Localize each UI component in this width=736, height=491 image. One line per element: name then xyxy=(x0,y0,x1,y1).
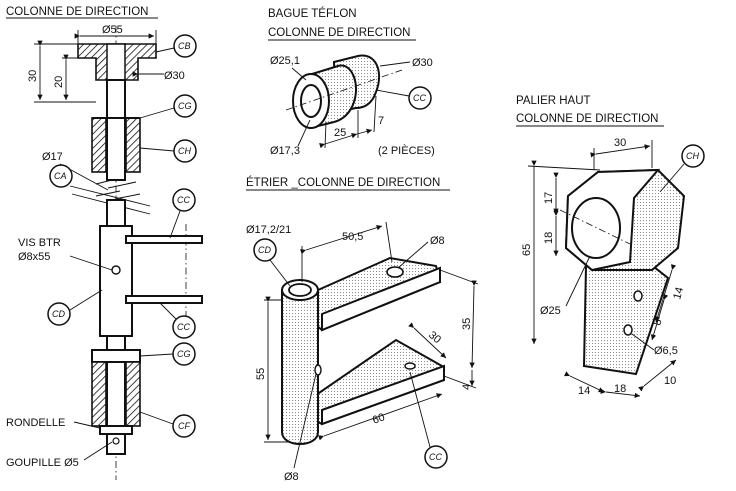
etrier-dim-l60: 60 xyxy=(371,411,387,426)
bague-title-1: BAGUE TÉFLON xyxy=(268,7,357,20)
bubble-ca: CA xyxy=(54,171,67,181)
bague-dim-l7: 7 xyxy=(378,115,384,127)
bubble-cb: CB xyxy=(178,41,191,51)
palier-hole-2 xyxy=(623,324,633,336)
lower-bearing-right xyxy=(125,361,141,427)
goupille-hole xyxy=(112,437,120,445)
bague-bore xyxy=(300,84,322,118)
etrier-dim-d8a: Ø8 xyxy=(430,235,445,247)
etrier-arm-upper xyxy=(125,235,203,244)
bague-dim-d173: Ø17,3 xyxy=(270,145,300,157)
etrier-view: ÉTRIER _COLONNE DE DIRECTION Ø17,2/21 50… xyxy=(246,176,479,483)
etrier-arm-lower xyxy=(125,295,203,304)
dim-h20: 20 xyxy=(53,76,65,88)
palier-title-1: PALIER HAUT xyxy=(516,95,591,107)
dim-d17: Ø17 xyxy=(42,151,63,163)
goupille-label: GOUPILLE Ø5 xyxy=(6,457,79,469)
etrier-bubble-cc: CC xyxy=(429,452,442,462)
palier-dim-d65: Ø6,5 xyxy=(654,345,678,357)
bague-dim-d251: Ø25,1 xyxy=(270,55,300,67)
colonne-title: COLONNE DE DIRECTION xyxy=(6,6,149,18)
etrier-hole-lower xyxy=(404,362,416,370)
etrier-dim-d8b: Ø8 xyxy=(284,471,299,483)
etrier-dim-h35: 35 xyxy=(461,318,473,330)
etrier-hole-upper xyxy=(386,266,404,278)
bague-bubble-cc: CC xyxy=(413,93,426,103)
upper-bearing-left xyxy=(91,117,107,173)
lower-bearing-left xyxy=(91,361,107,427)
palier-title-2: COLONNE DE DIRECTION xyxy=(516,113,659,125)
upper-shaft xyxy=(106,79,126,181)
palier-dim-w18: 18 xyxy=(614,383,626,395)
palier-dim-w30: 30 xyxy=(614,137,626,149)
upper-bearing-right xyxy=(125,117,141,173)
palier-dim-h18: 18 xyxy=(543,232,555,244)
bague-dim-l25: 25 xyxy=(334,127,346,139)
etrier-dim-t4: 4 xyxy=(461,384,473,390)
palier-bore xyxy=(571,197,621,259)
dim-d55: Ø55 xyxy=(102,24,123,36)
bubble-cg1: CG xyxy=(178,101,192,111)
palier-dim-w10: 10 xyxy=(664,375,676,387)
vis-btr-hole xyxy=(111,265,121,275)
etrier-dim-d172: Ø17,2/21 xyxy=(246,224,291,236)
palier-dim-h65: 65 xyxy=(521,244,533,256)
bubble-cc1: CC xyxy=(177,195,190,205)
palier-hole-1 xyxy=(633,290,643,302)
etrier-tube-3d xyxy=(281,289,319,445)
dim-d30: Ø30 xyxy=(164,70,185,82)
dim-h30: 30 xyxy=(27,70,39,82)
rondelle-label: RONDELLE xyxy=(6,417,65,429)
etrier-dim-w30: 30 xyxy=(426,329,443,346)
vis-size: Ø8x55 xyxy=(18,251,50,263)
palier-dim-h14: 14 xyxy=(671,286,686,301)
palier-view: PALIER HAUT COLONNE DE DIRECTION 30 65 1… xyxy=(516,95,705,399)
palier-dim-w14: 14 xyxy=(578,385,590,397)
bague-title-2: COLONNE DE DIRECTION xyxy=(268,27,411,39)
palier-bubble-ch: CH xyxy=(686,151,699,161)
etrier-bubble-cd: CD xyxy=(258,245,271,255)
palier-dim-h8: 8 xyxy=(651,318,664,327)
bague-view: BAGUE TÉFLON COLONNE DE DIRECTION Ø25,1 … xyxy=(268,7,435,157)
etrier-dim-h55: 55 xyxy=(255,368,267,380)
palier-dim-h17: 17 xyxy=(543,192,555,204)
bague-dim-d30: Ø30 xyxy=(412,57,433,69)
bague-note: (2 PIÈCES) xyxy=(378,144,435,157)
vis-label: VIS BTR xyxy=(18,237,61,249)
bubble-ch: CH xyxy=(178,146,191,156)
bubble-cf: CF xyxy=(178,421,190,431)
bubble-cd: CD xyxy=(52,309,65,319)
colonne-view: COLONNE DE DIRECTION Ø55 Ø30 30 20 xyxy=(6,6,203,480)
palier-dim-d25: Ø25 xyxy=(540,305,561,317)
bubble-cg2: CG xyxy=(177,349,191,359)
rondelle xyxy=(99,425,133,435)
etrier-dim-l505: 50,5 xyxy=(342,231,363,243)
bubble-cc2: CC xyxy=(177,322,190,332)
etrier-title: ÉTRIER _COLONNE DE DIRECTION xyxy=(246,176,440,189)
